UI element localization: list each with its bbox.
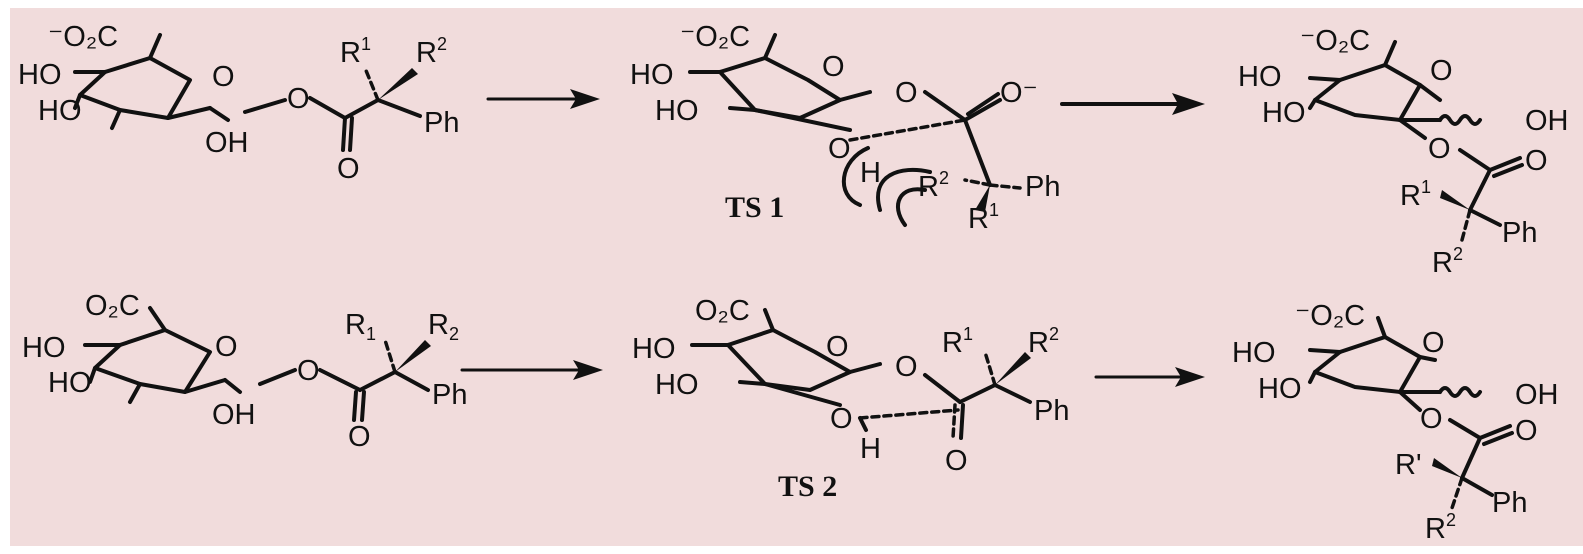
phenyl-label: Ph	[1502, 217, 1537, 249]
ring-oxygen-label: O	[822, 51, 845, 83]
phenyl-label: Ph	[432, 379, 467, 411]
r1-label: R1	[1400, 177, 1431, 212]
carboxylate-label: ⁻O₂C	[680, 21, 750, 53]
carboxylate-label: O₂C	[695, 295, 750, 327]
structure-6-acyl-migrated-product: ⁻O₂C HO HO O OH O O R' Ph R2	[1232, 300, 1559, 545]
phenyl-label: Ph	[1025, 171, 1060, 203]
oxide-label: O⁻	[1000, 77, 1038, 109]
reaction-arrow-1	[486, 89, 600, 109]
hydroxyl-label: HO	[1238, 61, 1282, 93]
reaction-arrow-4	[1094, 367, 1205, 387]
r-subscript-1-label: R1	[345, 309, 376, 344]
hydroxyl-oxygen-label: O	[828, 133, 851, 165]
r2-label: R2	[918, 168, 949, 203]
hydroxyl-label: OH	[205, 127, 249, 159]
anomeric-hydroxyl-label: OH	[1525, 105, 1569, 137]
ester-oxygen-label: O	[287, 83, 310, 115]
anomeric-hydroxyl-label: OH	[1515, 379, 1559, 411]
r2-label: R2	[416, 34, 447, 69]
hydroxyl-label: HO	[18, 59, 62, 91]
ring-oxygen-label: O	[826, 331, 849, 363]
wedge-bond	[395, 340, 431, 372]
ester-oxygen-label: O	[297, 355, 320, 387]
phenyl-label: Ph	[1492, 487, 1527, 519]
hydroxyl-label: HO	[1262, 97, 1306, 129]
ester-oxygen-label: O	[1428, 133, 1451, 165]
hydroxyl-label: HO	[655, 95, 699, 127]
ts1-label: TS 1	[725, 191, 784, 224]
ts2-label: TS 2	[778, 470, 837, 503]
wavy-bond	[1438, 114, 1482, 126]
hydroxyl-label: HO	[1232, 337, 1276, 369]
carbonyl-oxygen-label: O	[1515, 415, 1538, 447]
wedge-bond	[1432, 458, 1462, 478]
curved-arrow	[841, 146, 870, 207]
carboxylate-label: ⁻O₂C	[1295, 300, 1365, 332]
carbonyl-oxygen-label: O	[348, 421, 371, 453]
structure-1-glucuronide-ester: ⁻O₂C HO HO O OH O O R1 R2 Ph	[18, 21, 459, 185]
ring-oxygen-label: O	[212, 61, 235, 93]
carbonyl-oxygen-label: O	[337, 153, 360, 185]
scheme-background	[10, 8, 1583, 546]
r1-label: R1	[942, 324, 973, 359]
wedge-bond	[975, 185, 990, 212]
phenyl-label: Ph	[424, 107, 459, 139]
ring-oxygen-label: O	[215, 331, 238, 363]
hydroxyl-label: HO	[38, 95, 82, 127]
curved-arrow	[895, 187, 927, 227]
reaction-arrow-2	[1060, 93, 1205, 115]
carboxylate-label: ⁻O₂C	[1300, 25, 1370, 57]
hydrogen-label: H	[860, 157, 881, 189]
wedge-bond	[995, 352, 1031, 385]
hydroxyl-label: HO	[630, 59, 674, 91]
structure-3-acyl-migrated-product: ⁻O₂C HO HO O OH O O R1 Ph R2	[1238, 25, 1569, 279]
ring-oxygen-label: O	[1430, 55, 1453, 87]
carbonyl-oxygen-label: O	[945, 445, 968, 477]
phenyl-label: Ph	[1034, 395, 1069, 427]
r1-label: R1	[968, 200, 999, 235]
ester-oxygen-label: O	[895, 351, 918, 383]
r2-label: R2	[1425, 510, 1456, 545]
transition-state-2-structure: O₂C HO HO O O O H O R1 R2 Ph TS 2	[632, 295, 1069, 503]
r-prime-label: R'	[1395, 449, 1421, 481]
carboxylate-label: O₂C	[85, 290, 140, 322]
structure-4-glucuronide-ester: O₂C HO HO O OH O O R1 R2 Ph	[22, 290, 467, 453]
hydrogen-label: H	[860, 433, 881, 465]
hydroxyl-label: HO	[22, 332, 66, 364]
wedge-bond	[1440, 190, 1470, 210]
ester-oxygen-label: O	[1420, 403, 1443, 435]
ring-oxygen-label: O	[1422, 327, 1445, 359]
r1-label: R1	[340, 34, 371, 69]
hydroxyl-oxygen-label: O	[830, 403, 853, 435]
transition-state-1-structure: ⁻O₂C HO HO O O O⁻ O H R2 R1 Ph TS 1	[630, 21, 1060, 235]
hydroxyl-label: HO	[655, 369, 699, 401]
carboxylate-label: ⁻O₂C	[48, 21, 118, 53]
hydroxyl-label: HO	[632, 333, 676, 365]
hydroxyl-label: HO	[48, 367, 92, 399]
reaction-arrow-3	[460, 360, 603, 380]
carbonyl-oxygen-label: O	[1525, 145, 1548, 177]
wavy-bond	[1438, 386, 1482, 398]
ester-oxygen-label: O	[895, 77, 918, 109]
hydroxyl-label: OH	[212, 399, 256, 431]
r-subscript-2-label: R2	[428, 309, 459, 344]
r2-label: R2	[1432, 244, 1463, 279]
curved-arrow	[876, 167, 932, 212]
wedge-bond	[378, 68, 418, 100]
hydroxyl-label: HO	[1258, 373, 1302, 405]
r2-label: R2	[1028, 324, 1059, 359]
